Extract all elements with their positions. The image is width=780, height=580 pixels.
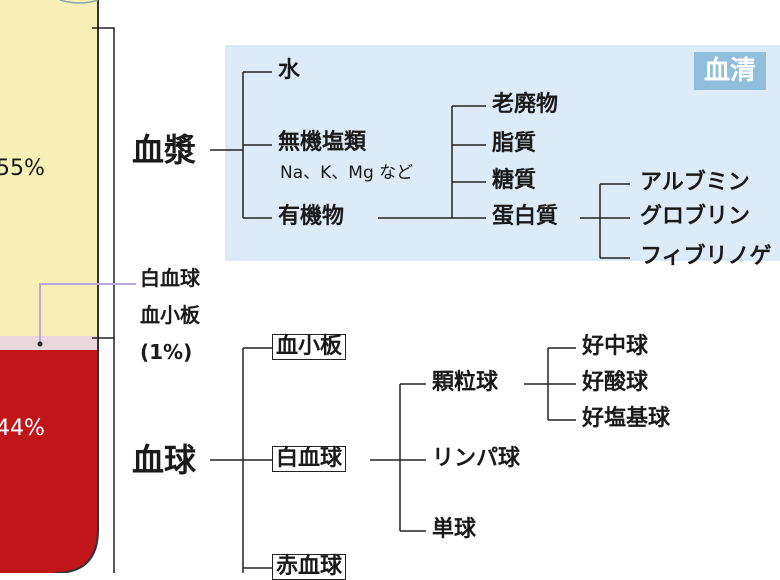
- plasma-title: 血漿: [132, 131, 197, 169]
- plasma-bracket: [92, 27, 115, 339]
- basophil-label: 好塩基球: [582, 406, 671, 431]
- albumin-label: アルブミン: [640, 170, 750, 195]
- monocyte-label: 単球: [432, 517, 477, 542]
- globulin-label: グロブリン: [640, 204, 751, 229]
- cells-title: 血球: [132, 441, 197, 479]
- protein-label: 蛋白質: [492, 204, 559, 229]
- cells-percent: 44%: [0, 416, 45, 441]
- eosinophil-label: 好酸球: [582, 370, 649, 395]
- fibrinogen-label: フィブリノゲ: [640, 244, 772, 269]
- neutrophil-label: 好中球: [582, 334, 649, 359]
- water-label: 水: [278, 58, 301, 83]
- buffy-wbc-label: 白血球: [140, 266, 200, 290]
- plasma-percent: 55%: [0, 156, 45, 181]
- buffy-pointer: [39, 283, 136, 344]
- lipid-label: 脂質: [492, 131, 537, 156]
- wbc-box: 白血球: [272, 446, 347, 472]
- waste-label: 老廃物: [492, 92, 559, 117]
- buffy-percent-label: (1%): [140, 340, 193, 364]
- inorganic-examples-label: Na、K、Mg など: [280, 163, 414, 183]
- rbc-box: 赤血球: [272, 554, 347, 580]
- test-tube: [0, 0, 99, 573]
- serum-label: 血清: [694, 52, 767, 90]
- serum-region: [225, 45, 780, 261]
- granulocyte-label: 顆粒球: [432, 370, 499, 395]
- buffy-platelet-label: 血小板: [140, 303, 200, 327]
- inorganic-salts-label: 無機塩類: [278, 130, 367, 155]
- lymphocyte-label: リンパ球: [432, 446, 521, 471]
- sugar-label: 糖質: [492, 168, 537, 193]
- organic-label: 有機物: [278, 204, 345, 229]
- platelet-box: 血小板: [272, 334, 347, 360]
